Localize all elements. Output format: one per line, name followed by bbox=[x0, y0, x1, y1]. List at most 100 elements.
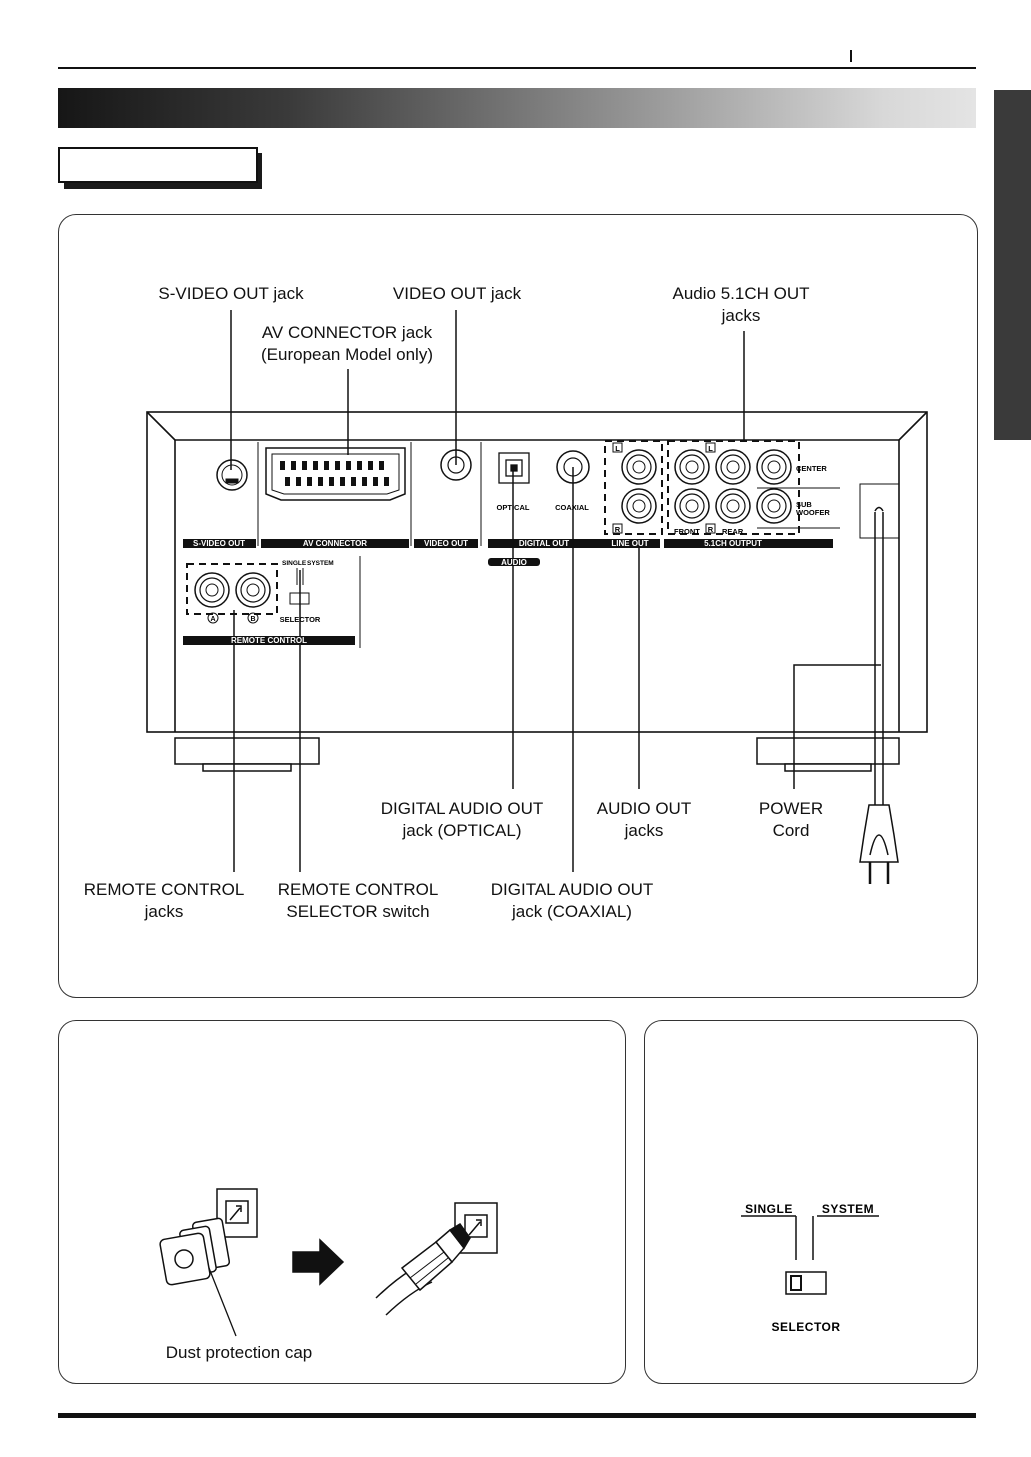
rca-jack-ring bbox=[767, 499, 781, 513]
callout-audio-out-title: AUDIO OUT bbox=[596, 799, 692, 818]
scart-pin bbox=[296, 477, 301, 486]
panel-label-51-r: R bbox=[708, 525, 714, 534]
callout-s-video-out: S-VIDEO OUT jack bbox=[158, 284, 304, 303]
selector-label-selector: SELECTOR bbox=[771, 1320, 840, 1334]
feet bbox=[174, 737, 900, 772]
panel-label-front: FRONT bbox=[674, 527, 700, 536]
panel-label-woofer: WOOFER bbox=[796, 508, 830, 517]
rca-jack-ring bbox=[726, 499, 740, 513]
dust-cap-label: Dust protection cap bbox=[165, 1343, 313, 1362]
panel-label-digital-out: DIGITAL OUT bbox=[519, 539, 569, 548]
callout-av-connector-title: AV CONNECTOR jack bbox=[261, 323, 433, 342]
rca-jack-ring bbox=[199, 577, 225, 603]
panel-label-rear: REAR bbox=[722, 527, 744, 536]
callout-audio-51ch-sub: jacks bbox=[721, 306, 761, 325]
panel-label-51-l: L bbox=[708, 444, 713, 453]
rca-jack-ring bbox=[674, 488, 710, 524]
rca-jack-ring bbox=[685, 499, 699, 513]
chassis-outline bbox=[146, 411, 928, 733]
panel-label-jack-b: B bbox=[250, 616, 255, 623]
rca-jack-ring bbox=[632, 460, 646, 474]
rca-jack-ring bbox=[246, 583, 260, 597]
scart-pin bbox=[362, 477, 367, 486]
optical-connector-frame bbox=[58, 1020, 626, 1384]
rca-jack-ring bbox=[679, 493, 705, 519]
panel-label-system: SYSTEM bbox=[307, 560, 334, 567]
panel-label-coaxial: COAXIAL bbox=[555, 503, 589, 512]
rca-jack-ring bbox=[761, 454, 787, 480]
rca-jack-ring bbox=[621, 449, 657, 485]
rca-jack-ring bbox=[756, 449, 792, 485]
scart-pin bbox=[351, 477, 356, 486]
s-video-jack-graphic bbox=[216, 459, 248, 491]
panel-label-remote-control: REMOTE CONTROL bbox=[231, 636, 307, 645]
callout-remote-selector-sub: SELECTOR switch bbox=[286, 902, 430, 921]
scart-pin bbox=[357, 461, 362, 470]
rear-panel-diagram-frame bbox=[58, 214, 978, 998]
scart-pin bbox=[335, 461, 340, 470]
rca-jack-ring bbox=[761, 493, 787, 519]
rca-jack-ring bbox=[679, 454, 705, 480]
power-cord-graphic bbox=[859, 506, 899, 884]
rca-jack-ring bbox=[240, 577, 266, 603]
selector-switch-frame bbox=[644, 1020, 978, 1384]
panel-label-selector: SELECTOR bbox=[280, 615, 321, 624]
scart-pin bbox=[318, 477, 323, 486]
scart-pin bbox=[368, 461, 373, 470]
optical-jack-graphic bbox=[498, 452, 530, 484]
scart-pin bbox=[379, 461, 384, 470]
rca-jack-ring bbox=[674, 449, 710, 485]
panel-label-line-out: LINE OUT bbox=[611, 539, 648, 548]
panel-label-av-connector: AV CONNECTOR bbox=[303, 539, 367, 548]
rca-jack-ring bbox=[626, 493, 652, 519]
callout-digital-optical-title: DIGITAL AUDIO OUT bbox=[380, 799, 544, 818]
scart-pin bbox=[384, 477, 389, 486]
panel-label-line-r: R bbox=[615, 525, 621, 534]
callout-power-title: POWER bbox=[758, 799, 824, 818]
rca-jack-ring bbox=[205, 583, 219, 597]
dashed-groups bbox=[186, 440, 800, 615]
rca-jack-ring bbox=[715, 449, 751, 485]
rca-jack-ring bbox=[767, 460, 781, 474]
rca-jack-ring bbox=[235, 572, 271, 608]
panel-label-center: CENTER bbox=[796, 464, 827, 473]
callout-video-out: VIDEO OUT jack bbox=[392, 284, 522, 303]
panel-label-video-out: VIDEO OUT bbox=[424, 539, 468, 548]
rca-jack-ring bbox=[726, 460, 740, 474]
scart-pin bbox=[285, 477, 290, 486]
page-marker bbox=[850, 50, 852, 62]
callout-av-connector-sub: (European Model only) bbox=[261, 345, 433, 364]
scart-pin bbox=[324, 461, 329, 470]
rca-jack-ring bbox=[720, 454, 746, 480]
panel-label-optical: OPTICAL bbox=[497, 503, 530, 512]
av-connector-graphic bbox=[265, 447, 406, 501]
rca-jack-ring bbox=[621, 488, 657, 524]
callout-audio-out-sub: jacks bbox=[624, 821, 664, 840]
selector-label-system: SYSTEM bbox=[822, 1202, 874, 1216]
scart-pin bbox=[373, 477, 378, 486]
callout-power-sub: Cord bbox=[772, 821, 810, 840]
callout-digital-optical-sub: jack (OPTICAL) bbox=[402, 821, 522, 840]
rca-jack-ring bbox=[685, 460, 699, 474]
callout-remote-selector-title: REMOTE CONTROL bbox=[277, 880, 439, 899]
scart-pin bbox=[346, 461, 351, 470]
rca-jack-ring bbox=[715, 488, 751, 524]
panel-label-sub: SUB bbox=[796, 500, 812, 509]
label-bars bbox=[183, 539, 833, 645]
header-rule bbox=[58, 67, 976, 69]
callout-audio-51ch-title: Audio 5.1CH OUT bbox=[672, 284, 810, 303]
scart-pin bbox=[307, 477, 312, 486]
rca-jack-ring bbox=[756, 488, 792, 524]
panel-label-audio: AUDIO bbox=[501, 558, 527, 567]
rca-jack-ring bbox=[720, 493, 746, 519]
callout-remote-jacks-sub: jacks bbox=[144, 902, 184, 921]
leader-lines bbox=[230, 310, 881, 872]
panel-label-single: SINGLE bbox=[282, 560, 307, 567]
scart-pin bbox=[291, 461, 296, 470]
rca-jack-ring bbox=[626, 454, 652, 480]
panel-label-51ch-output: 5.1CH OUTPUT bbox=[704, 539, 762, 548]
subsection-label-box bbox=[58, 147, 258, 183]
